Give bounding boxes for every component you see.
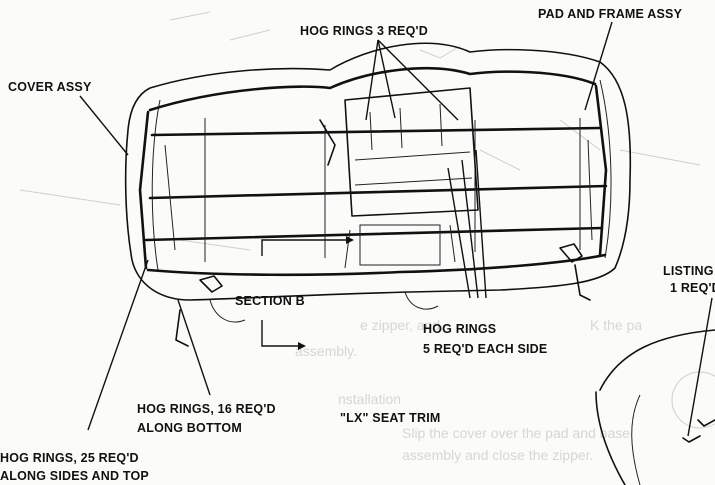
label-hog-rings-16-line2: ALONG BOTTOM — [137, 421, 242, 435]
hog-ring-clips — [175, 243, 591, 347]
leader-lines — [79, 21, 713, 437]
section-b-cut-line — [261, 236, 354, 350]
bleed-line-6: assembly and close the zipper. — [402, 447, 593, 463]
label-hog-rings-5-line1: HOG RINGS — [423, 322, 496, 336]
label-pad-and-frame-assy: PAD AND FRAME ASSY — [538, 7, 683, 21]
center-mechanism — [319, 87, 479, 269]
bleed-line-3: assembly. — [295, 343, 357, 359]
label-cover-assy: COVER ASSY — [8, 80, 92, 94]
callout-labels: HOG RINGS 3 REQ'D PAD AND FRAME ASSY COV… — [0, 7, 715, 483]
label-listing: LISTING — [663, 264, 714, 278]
detail-chair-view — [595, 329, 715, 485]
label-hog-rings-25-line2: ALONG SIDES AND TOP — [0, 469, 149, 483]
bleed-line-4: nstallation — [338, 391, 401, 407]
bleed-line-5: Slip the cover over the pad and base — [402, 425, 630, 441]
label-hog-rings-16-line1: HOG RINGS, 16 REQ'D — [137, 402, 276, 416]
bleed-through-text: e zipper, and K the pa assembly. nstalla… — [295, 317, 642, 463]
caption-lx-seat-trim: "LX" SEAT TRIM — [340, 411, 441, 425]
label-section-b: SECTION B — [235, 294, 305, 308]
seat-cover-body — [124, 42, 632, 323]
label-hog-rings-25-line1: HOG RINGS, 25 REQ'D — [0, 451, 139, 465]
label-hog-rings-3: HOG RINGS 3 REQ'D — [300, 24, 428, 38]
seat-frame-wires — [138, 67, 608, 277]
label-hog-rings-5-line2: 5 REQ'D EACH SIDE — [423, 342, 547, 356]
bleed-line-2: K the pa — [590, 317, 642, 333]
bleed-line-1: e zipper, and — [360, 317, 440, 333]
label-listing-qty: 1 REQ'D — [670, 281, 715, 295]
